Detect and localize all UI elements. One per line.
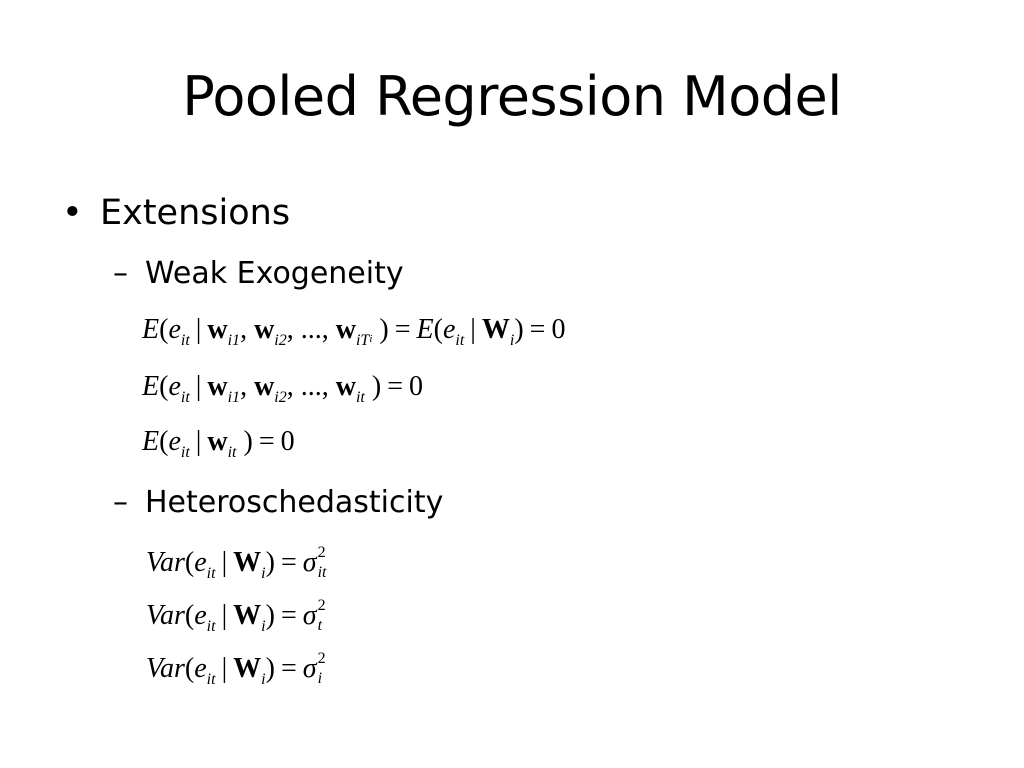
sub-bullet-weak-exogeneity-text: Weak Exogeneity (145, 256, 404, 291)
slide-title: Pooled Regression Model (182, 65, 842, 128)
sub-bullet-heteroschedasticity: –Heteroschedasticity (113, 483, 443, 523)
dash-icon: – (113, 256, 128, 291)
sub-bullet-heteroschedasticity-text: Heteroschedasticity (145, 485, 444, 520)
sub-bullet-weak-exogeneity: –Weak Exogeneity (113, 254, 404, 294)
dash-icon: – (113, 485, 128, 520)
equation-weak-exogeneity-3: E(eit|wit )=0 (142, 426, 295, 461)
equation-weak-exogeneity-2: E(eit|wi1, wi2, ..., wit )=0 (142, 371, 423, 406)
equation-weak-exogeneity-1: E(eit|wi1, wi2, ..., wiTi )=E(eit|Wi)=0 (142, 314, 566, 349)
bullet-extensions: • Extensions (62, 190, 290, 236)
bullet-extensions-text: Extensions (100, 193, 291, 233)
bullet-dot-icon: • (62, 193, 83, 233)
